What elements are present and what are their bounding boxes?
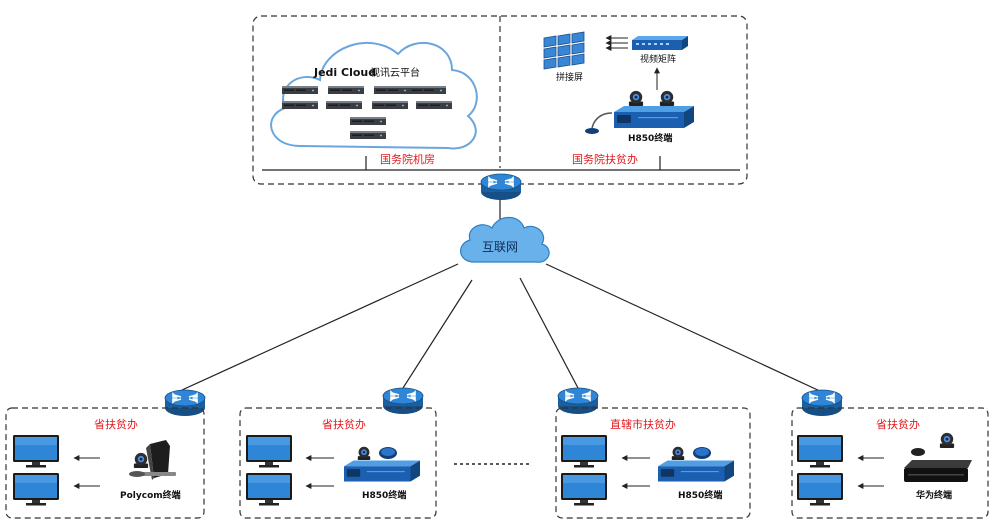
huawei-codec-icon — [904, 460, 972, 482]
branch-region — [555, 407, 751, 519]
monitor-icon — [561, 435, 607, 506]
wan-links — [181, 263, 823, 393]
polycom-codec-icon — [129, 440, 176, 480]
ptz-camera-icon — [628, 90, 675, 106]
microphone-icon — [693, 447, 711, 459]
router-icon — [480, 173, 522, 201]
branch-terminal-label: H850终端 — [678, 489, 722, 501]
video-matrix-label: 视频矩阵 — [640, 53, 676, 65]
branch-terminal-label: 华为终端 — [916, 489, 952, 501]
microphone-icon — [379, 447, 397, 459]
branch-region — [239, 407, 437, 519]
branch-title: 省扶贫办 — [322, 417, 366, 431]
branch-region — [791, 407, 989, 519]
ptz-camera-icon — [671, 446, 685, 460]
branch-title: 省扶贫办 — [94, 417, 138, 431]
room-label: 国务院机房 — [380, 152, 435, 166]
splice-screen-label: 拼接屏 — [556, 71, 583, 83]
microphone-icon — [585, 112, 613, 134]
monitor-icon — [246, 435, 292, 506]
video-matrix-icon — [632, 36, 688, 50]
branch-arrows — [621, 455, 650, 489]
hd-codec-icon — [614, 106, 694, 128]
cloud-title: Jedi Cloud — [313, 66, 376, 79]
internet-label: 互联网 — [482, 240, 518, 254]
branch-arrows — [73, 455, 100, 489]
top-terminal-label: H850终端 — [628, 132, 672, 144]
monitor-icon — [797, 435, 843, 506]
branch-region — [5, 407, 205, 519]
branch-title: 直辖市扶贫办 — [610, 417, 676, 431]
branch-terminal-label: Polycom终端 — [120, 489, 181, 501]
branch-terminal-label: H850终端 — [362, 489, 406, 501]
hd-codec-icon — [344, 460, 420, 482]
matrix-arrows — [605, 35, 628, 51]
ptz-camera-icon — [939, 432, 955, 448]
cloud-icon — [460, 216, 550, 263]
branch-arrows — [857, 455, 884, 489]
branch-arrows — [305, 455, 334, 489]
hd-codec-icon — [658, 460, 734, 482]
office-label: 国务院扶贫办 — [572, 152, 638, 166]
router-icon — [164, 387, 843, 417]
microphone-icon — [911, 448, 925, 456]
cloud-subtitle: 视讯云平台 — [370, 66, 420, 79]
video-wall-icon — [543, 31, 585, 70]
branch-title: 省扶贫办 — [876, 417, 920, 431]
monitor-icon — [13, 435, 59, 506]
ptz-camera-icon — [357, 446, 371, 460]
